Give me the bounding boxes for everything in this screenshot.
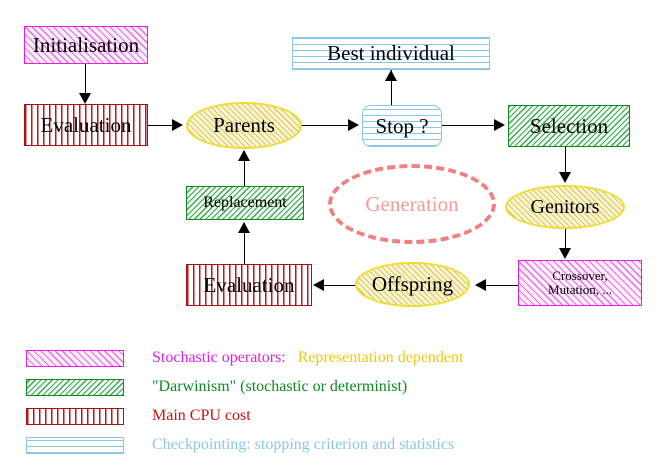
node-stop-label: Stop ? (375, 113, 429, 138)
arrowhead-offspring-to-evaluation (313, 279, 324, 291)
node-best-individual-label: Best individual (327, 41, 455, 66)
node-evaluation-bottom[interactable]: Evaluation (186, 264, 312, 306)
node-replacement-label: Replacement (203, 193, 287, 211)
node-evaluation-top[interactable]: Evaluation (24, 104, 148, 146)
connector-selection-to-genitors (565, 147, 567, 175)
node-parents-label: Parents (213, 113, 275, 138)
arrowhead-evaluation-to-parents (172, 119, 183, 131)
node-crossover-mutation[interactable]: Crossover, Mutation, ... (518, 260, 642, 306)
connector-parents-to-stop (300, 125, 354, 127)
legend-label-checkpointing: Checkpointing: stopping criterion and st… (152, 436, 455, 453)
node-evaluation-top-label: Evaluation (40, 112, 132, 137)
node-crossover-mutation-label-line2: Mutation, ... (548, 282, 612, 297)
arrowhead-replacement-to-parents (238, 150, 250, 161)
legend-label-stochastic-part2: Representation dependent (297, 349, 464, 366)
legend-row-stochastic: Stochastic operators: Representation depe… (26, 348, 463, 368)
arrowhead-selection-to-genitors (559, 172, 571, 183)
arrowhead-initialisation-to-evaluation (79, 93, 91, 104)
node-genitors-label: Genitors (530, 195, 600, 218)
node-parents[interactable]: Parents (186, 102, 302, 149)
arrowhead-stop-to-best-individual (385, 70, 397, 81)
node-genitors[interactable]: Genitors (505, 185, 625, 229)
connector-crossover-to-offspring (484, 285, 520, 287)
connector-replacement-to-parents (244, 151, 246, 187)
connector-evaluation-to-replacement (244, 223, 246, 265)
connector-initialisation-to-evaluation (85, 64, 87, 96)
legend-swatch-red-stripes (26, 407, 124, 425)
legend-swatch-magenta-hatch (26, 349, 124, 367)
node-offspring-label: Offspring (371, 272, 454, 297)
arrowhead-genitors-to-crossover (559, 248, 571, 259)
node-initialisation-label: Initialisation (32, 32, 140, 57)
connector-evaluation-to-parents (148, 125, 178, 127)
connector-genitors-to-crossover (565, 229, 567, 251)
arrowhead-crossover-to-offspring (475, 279, 486, 291)
node-generation: Generation (328, 164, 496, 244)
legend-label-cpu-cost: Main CPU cost (152, 407, 251, 424)
node-replacement[interactable]: Replacement (186, 186, 304, 220)
node-generation-label: Generation (365, 191, 459, 216)
legend-swatch-green-hatch (26, 378, 124, 396)
node-evaluation-bottom-label: Evaluation (203, 272, 295, 297)
node-selection[interactable]: Selection (508, 105, 630, 147)
legend-row-checkpointing: Checkpointing: stopping criterion and st… (26, 435, 454, 455)
node-crossover-mutation-label-line1: Crossover, (552, 268, 608, 284)
legend-label-stochastic-part1: Stochastic operators: (152, 349, 286, 366)
arrowhead-evaluation-to-replacement (238, 222, 250, 233)
node-stop[interactable]: Stop ? (362, 105, 442, 147)
arrowhead-parents-to-stop (348, 119, 359, 131)
node-selection-label: Selection (529, 113, 609, 138)
legend-row-darwinism: "Darwinism" (stochastic or determinist) (26, 377, 407, 397)
legend-swatch-blue-stripes (26, 436, 124, 454)
connector-stop-to-selection (442, 125, 500, 127)
node-initialisation[interactable]: Initialisation (24, 26, 148, 64)
node-offspring[interactable]: Offspring (355, 262, 470, 307)
connector-offspring-to-evaluation (322, 285, 358, 287)
connector-stop-to-best-individual (391, 70, 393, 106)
legend-row-cpu-cost: Main CPU cost (26, 406, 251, 426)
node-best-individual[interactable]: Best individual (292, 37, 490, 70)
legend-label-darwinism: "Darwinism" (stochastic or determinist) (152, 378, 408, 395)
legend-label-stochastic: Stochastic operators: Representation depe… (152, 349, 463, 367)
arrowhead-stop-to-selection (494, 119, 505, 131)
